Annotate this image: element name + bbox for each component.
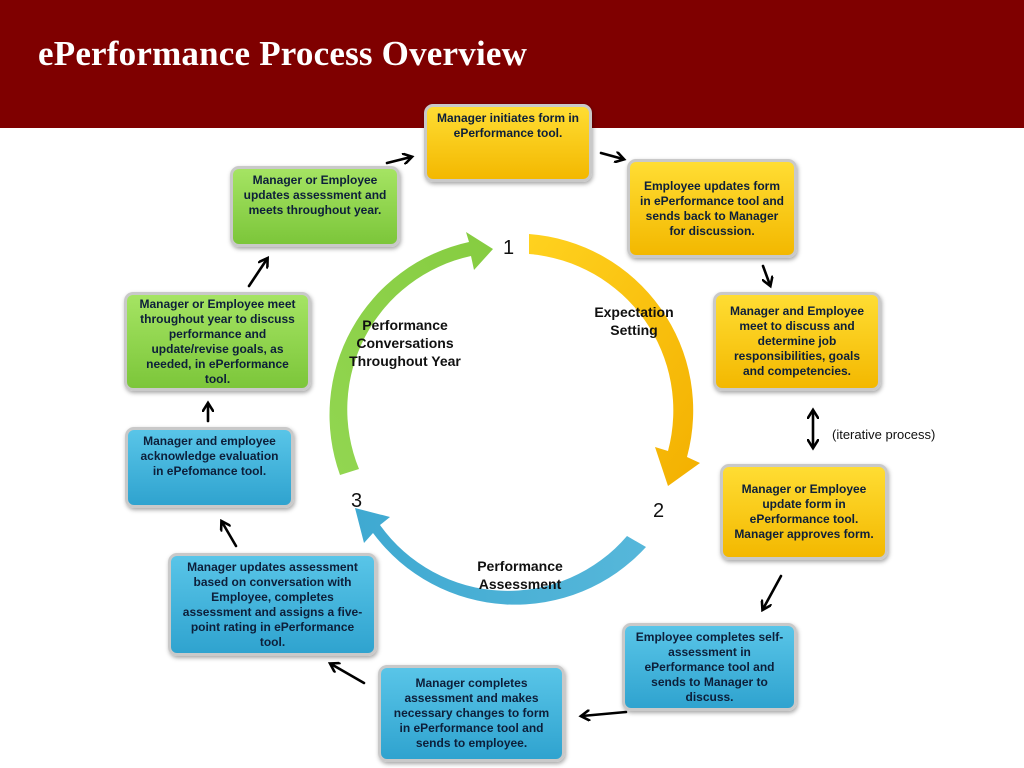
connector-arrow xyxy=(247,259,267,288)
phase-number-1: 1 xyxy=(503,237,515,259)
slide-title: ePerformance Process Overview xyxy=(38,34,528,73)
step-update-assessment-and-meet: Manager or Employee updates assessment a… xyxy=(230,166,400,247)
connector-arrow xyxy=(582,712,628,716)
step-manager-initiates-form: Manager initiates form in ePerformance t… xyxy=(424,104,592,182)
assessment-phase-arrow xyxy=(355,508,646,605)
expectation-phase-arrow xyxy=(529,234,700,486)
step-text: Manager or Employee meet throughout year… xyxy=(139,296,296,386)
connector-arrow xyxy=(385,157,411,163)
connector-arrow xyxy=(331,664,366,685)
iterative-process-note: (iterative process) xyxy=(832,427,936,442)
connector-arrow xyxy=(599,153,623,159)
step-text: Employee updates form in ePerformance to… xyxy=(639,178,785,238)
expectation-setting-label: Expectation Setting xyxy=(578,303,690,339)
step-text: Manager and Employee meet to discuss and… xyxy=(729,304,865,378)
connector-arrow xyxy=(222,522,238,548)
step-employee-self-assessment: Employee completes self-assessment in eP… xyxy=(622,623,797,711)
step-manager-completes-assessment: Manager completes assessment and makes n… xyxy=(378,665,565,762)
step-text: Manager and employee acknowledge evaluat… xyxy=(140,434,279,478)
phase-number-2: 2 xyxy=(653,500,665,522)
step-discuss-responsibilities: Manager and Employee meet to discuss and… xyxy=(713,292,881,391)
phase-number-3: 3 xyxy=(351,490,363,512)
step-manager-assigns-rating: Manager updates assessment based on conv… xyxy=(168,553,377,656)
step-text: Manager or Employee update form in ePerf… xyxy=(734,482,874,541)
connector-arrow xyxy=(763,264,770,285)
step-text: Manager completes assessment and makes n… xyxy=(393,676,550,750)
phase-label-text: Performance Assessment xyxy=(477,558,563,592)
conversation-phase-arrow xyxy=(329,232,493,475)
step-text: Employee completes self-assessment in eP… xyxy=(635,629,784,704)
step-employee-updates-form: Employee updates form in ePerformance to… xyxy=(627,159,797,258)
performance-assessment-label: Performance Assessment xyxy=(458,557,582,593)
step-update-and-approve-form: Manager or Employee update form in ePerf… xyxy=(720,464,888,560)
step-text: Manager updates assessment based on conv… xyxy=(182,559,363,649)
connector-arrow xyxy=(763,574,783,609)
step-meet-throughout-year: Manager or Employee meet throughout year… xyxy=(124,292,311,391)
step-acknowledge-evaluation: Manager and employee acknowledge evaluat… xyxy=(125,427,294,508)
phase-label-text: Performance Conversations Throughout Yea… xyxy=(349,317,461,369)
step-text: Manager or Employee updates assessment a… xyxy=(243,173,387,217)
performance-conversations-label: Performance Conversations Throughout Yea… xyxy=(334,316,476,370)
step-text: Manager initiates form in ePerformance t… xyxy=(436,111,580,140)
phase-label-text: Expectation Setting xyxy=(594,304,674,338)
